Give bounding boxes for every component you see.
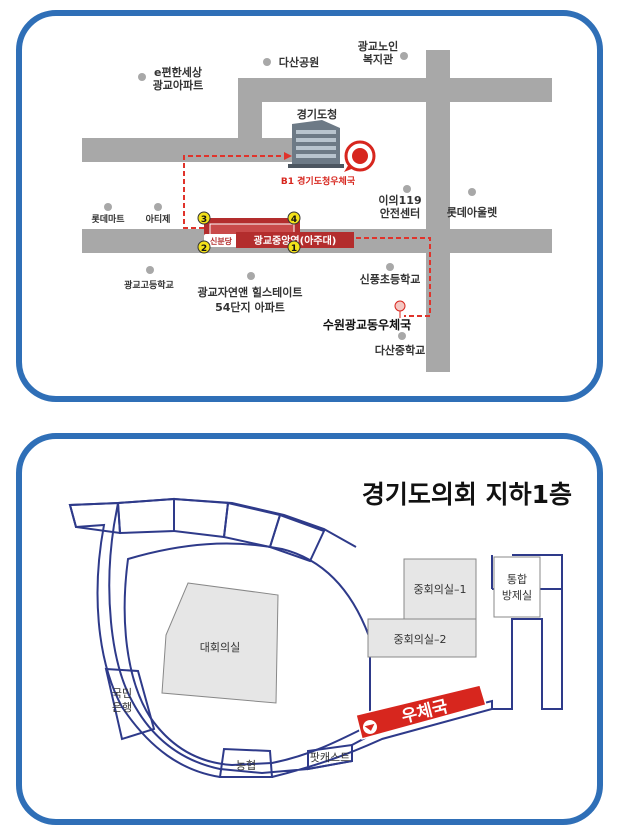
label-elderly-2: 복지관 xyxy=(363,52,393,66)
exit-1-label: 1 xyxy=(291,244,297,254)
label-office-post: B1 경기도청우체국 xyxy=(281,175,356,187)
label-safety-1: 이의119 xyxy=(378,193,421,207)
exit-4-marker xyxy=(287,211,301,225)
nonghyup-cell xyxy=(218,747,274,778)
label-hillstate-2: 54단지 아파트 xyxy=(215,300,285,314)
right-block-top xyxy=(512,554,563,589)
label-elderly-1: 광교노인 xyxy=(358,39,398,53)
control-room xyxy=(493,556,541,618)
outer-wall xyxy=(68,501,493,778)
dot-sinpung-elem xyxy=(386,263,394,271)
floor-plan: 경기도의회 지하1층 대회의실 중회의실–1 xyxy=(68,480,572,778)
dot-safety-center xyxy=(403,185,411,193)
label-safety-2: 안전센터 xyxy=(380,206,420,220)
label-bank-2: 은행 xyxy=(112,701,132,714)
floor-title: 경기도의회 지하1층 xyxy=(362,480,572,509)
label-hillstate-1: 광교자연앤 힐스테이트 xyxy=(197,285,302,299)
exit-1-marker xyxy=(287,240,301,254)
mid-room-2 xyxy=(367,618,477,658)
label-nonghyup: 농협 xyxy=(236,759,256,772)
main-hall-room xyxy=(161,582,279,704)
office-post-pin xyxy=(344,140,376,172)
dot-lotte-outlet xyxy=(468,188,476,196)
exit-markers: 3 4 2 1 xyxy=(197,211,301,254)
road-right-vertical xyxy=(426,50,450,372)
label-gyeonggi-office: 경기도청 xyxy=(297,107,337,121)
dot-elderly-center xyxy=(400,52,408,60)
label-control-1: 통합 xyxy=(507,573,527,586)
dot-dasan-middle xyxy=(398,332,406,340)
label-suwon-post: 수원광교동우체국 xyxy=(323,317,411,332)
right-block xyxy=(492,588,563,710)
exit-3-marker xyxy=(197,211,211,225)
exit-3-label: 3 xyxy=(201,215,207,225)
label-epyeonhan-2: 광교아파트 xyxy=(153,78,204,92)
label-dasan-middle: 다산중학교 xyxy=(375,343,426,357)
label-podcast: 팟캐스트 xyxy=(310,751,350,764)
location-map: 신분당 광교중앙역(아주대) 3 4 2 1 경기도청 xyxy=(82,39,552,372)
dot-gwanggyo-high xyxy=(146,266,154,274)
label-lotte-mart: 롯데마트 xyxy=(91,213,125,225)
label-bank-1: 국민 xyxy=(112,687,132,700)
label-lotte-outlet: 롯데아울렛 xyxy=(447,205,498,219)
line-badge: 신분당 xyxy=(210,236,233,246)
inner-ring xyxy=(123,542,371,767)
label-mid-room-2: 중회의실–2 xyxy=(394,633,447,646)
label-main-hall: 대회의실 xyxy=(200,641,240,654)
exit-4-label: 4 xyxy=(291,215,297,225)
station-name: 광교중앙역(아주대) xyxy=(254,234,337,247)
dot-atije xyxy=(154,203,162,211)
cell-1 xyxy=(116,497,175,535)
route-arrow xyxy=(284,152,292,160)
label-sinpung-elem: 신풍초등학교 xyxy=(360,272,421,286)
dot-epyeonhan xyxy=(138,73,146,81)
podcast-cell xyxy=(307,743,353,771)
station-name-bg xyxy=(236,232,354,248)
label-mid-room-1: 중회의실–1 xyxy=(414,583,467,596)
station-marker: 신분당 광교중앙역(아주대) xyxy=(204,218,354,248)
location-map-panel: 신분당 광교중앙역(아주대) 3 4 2 1 경기도청 xyxy=(16,10,603,402)
bank-cell xyxy=(104,667,156,741)
building-icon xyxy=(292,120,340,166)
route-to-office xyxy=(183,155,284,229)
line-badge-bg xyxy=(204,234,238,247)
road-top-horizontal xyxy=(238,78,552,102)
gyeonggi-office-building xyxy=(288,120,344,168)
dot-dasan-park xyxy=(263,58,271,66)
label-gwanggyo-high: 광교고등학교 xyxy=(124,279,174,291)
post-logo-icon xyxy=(352,148,368,164)
label-dasan-park: 다산공원 xyxy=(279,55,319,69)
floor-plan-panel: 경기도의회 지하1층 대회의실 중회의실–1 xyxy=(16,433,603,825)
cell-0 xyxy=(68,501,122,535)
post-office-highlight: 우체국 xyxy=(355,684,487,740)
road-left-vertical xyxy=(238,78,262,162)
label-control-2: 방제실 xyxy=(502,589,532,602)
route-to-post-office xyxy=(300,237,431,317)
label-atije: 아티제 xyxy=(146,213,171,225)
label-epyeonhan-1: e편한세상 xyxy=(154,65,202,79)
dot-lotte-mart xyxy=(104,203,112,211)
mid-room-1 xyxy=(403,558,477,620)
building-outline xyxy=(68,497,563,778)
exit-2-marker xyxy=(197,240,211,254)
cell-2 xyxy=(173,497,230,539)
dot-hillstate xyxy=(247,272,255,280)
exit-2-label: 2 xyxy=(201,244,207,254)
post-office-room xyxy=(355,684,487,740)
location-pin-icon xyxy=(394,300,406,312)
suwon-post-pin xyxy=(394,300,406,318)
